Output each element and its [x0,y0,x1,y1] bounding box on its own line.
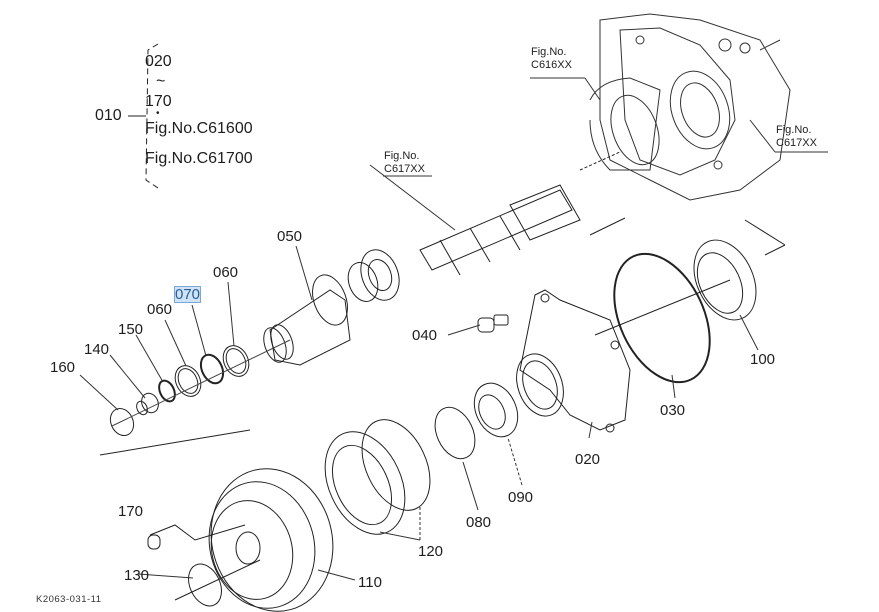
bearing-050-side [347,249,400,302]
main-shaft [419,151,621,276]
fig-ref-line2: C616XX [531,58,572,71]
fig-ref-line1: Fig.No. [531,46,567,58]
fig-ref-c61700[interactable]: Fig.No.C61700 [145,150,253,167]
part-label-030[interactable]: 030 [660,402,686,419]
part-label-060-lower[interactable]: 060 [147,301,173,318]
snap-ring-080 [434,406,476,460]
part-label-120[interactable]: 120 [418,543,444,560]
part-label-110[interactable]: 110 [358,574,382,591]
part-label-020[interactable]: 020 [575,451,601,468]
range-end-label[interactable]: 170 [145,93,172,110]
plug-140 [136,392,159,416]
plug-040 [477,314,509,333]
fig-ref-line1: Fig.No. [384,150,420,162]
snap-ring-130 [188,563,222,607]
fig-ref-c61600[interactable]: Fig.No.C61600 [145,120,253,137]
ring-150 [158,379,176,403]
o-ring-030 [613,252,711,384]
part-label-100[interactable]: 100 [750,351,776,368]
bearing-120 [324,419,431,535]
pin-170 [147,534,161,550]
oil-seal-090 [473,382,519,438]
ring-060-a [222,345,250,377]
part-label-160[interactable]: 160 [50,359,76,376]
range-start-label[interactable]: 020 [145,53,172,70]
drum-110 [208,468,334,612]
part-label-070-selected[interactable]: 070 [173,286,202,303]
part-label-090[interactable]: 090 [508,489,534,506]
group-bracket [145,43,159,189]
part-label-080[interactable]: 080 [466,514,492,531]
part-label-040[interactable]: 040 [412,327,438,344]
flange-020 [516,289,631,433]
range-symbol: ~ [156,73,166,90]
part-label-060-upper[interactable]: 060 [213,264,239,281]
separator-dot: • [156,108,160,119]
fig-ref-line1: Fig.No. [776,124,812,136]
fig-ref-c617xx-housing[interactable]: Fig.No. C617XX [776,124,817,149]
group-root-label[interactable]: 010 [95,107,122,124]
part-label-140[interactable]: 140 [84,341,110,358]
transmission-housing [589,13,791,201]
fig-ref-line2: C617XX [776,136,817,149]
fig-ref-c617xx-shaft[interactable]: Fig.No. C617XX [384,150,425,175]
ring-060-b [174,365,202,397]
fig-ref-c616xx[interactable]: Fig.No. C616XX [531,46,572,71]
part-label-130[interactable]: 130 [124,567,150,584]
leader-lines [79,77,828,581]
part-label-150[interactable]: 150 [118,321,144,338]
bearing-100 [693,239,757,321]
gear-050 [263,274,351,366]
part-label-170[interactable]: 170 [118,503,144,520]
part-label-050[interactable]: 050 [277,228,303,245]
snap-ring-160 [109,407,135,437]
drawing-code: K2063-031-11 [36,594,102,605]
fig-ref-line2: C617XX [384,162,425,175]
